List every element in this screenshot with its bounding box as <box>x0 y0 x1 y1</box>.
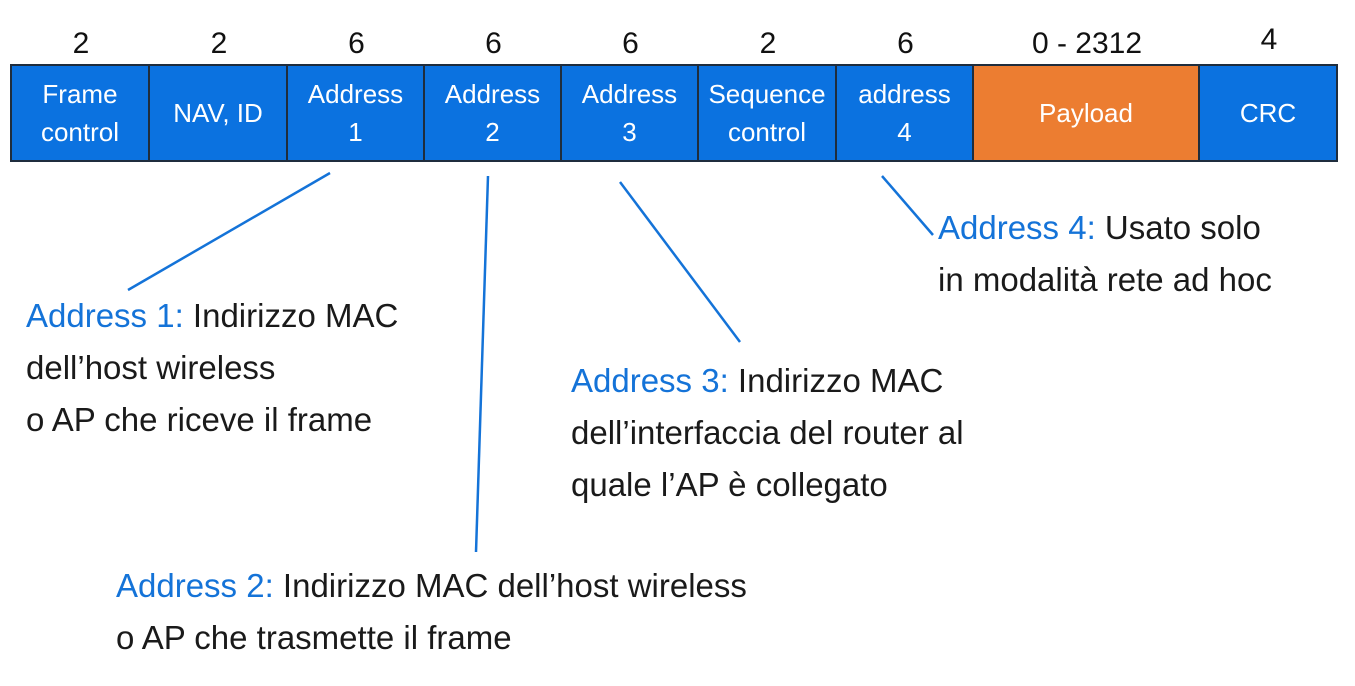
field-frame-control: Frame control <box>10 64 150 162</box>
annotation-address-3-line-2: dell’interfaccia del router al <box>571 414 964 451</box>
field-size-address-4: 6 <box>897 27 914 60</box>
field-size-frame-control: 2 <box>72 27 90 60</box>
annotation-text: Indirizzo MAC <box>737 362 944 399</box>
field-address-4: address 4 <box>835 64 974 162</box>
annotation-address-1: Address 1: Indirizzo MAC dell’host wirel… <box>26 290 398 446</box>
annotation-key: Address 3: <box>571 362 729 399</box>
field-label-payload: Payload <box>1039 98 1133 128</box>
annotation-address-2: Address 2: Indirizzo MAC dell’host wirel… <box>116 560 747 664</box>
leader-line-address-3 <box>619 181 741 343</box>
field-address-3: Address 3 <box>560 64 699 162</box>
field-size-address-2: 6 <box>485 27 502 60</box>
field-label-frame-control: Frame control <box>40 79 120 147</box>
annotation-address-3-line-1: Address 3: Indirizzo MAC <box>571 355 964 407</box>
annotation-address-3-line-3: quale l’AP è collegato <box>571 466 888 503</box>
field-address-1: Address 1 <box>286 64 425 162</box>
field-sequence-control: Sequence control <box>697 64 837 162</box>
field-payload: Payload <box>972 64 1200 162</box>
annotation-address-1-line-1: Address 1: Indirizzo MAC <box>26 290 398 342</box>
field-label-address-3: Address 3 <box>581 79 678 147</box>
annotation-address-1-line-2: dell’host wireless <box>26 349 276 386</box>
annotation-key: Address 2: <box>116 567 274 604</box>
annotation-address-4-line-2: in modalità rete ad hoc <box>938 261 1272 298</box>
annotation-address-4-line-1: Address 4: Usato solo <box>938 202 1272 254</box>
annotation-text: Indirizzo MAC dell’host wireless <box>282 567 747 604</box>
field-label-crc: CRC <box>1239 98 1297 128</box>
annotation-text: Indirizzo MAC <box>192 297 399 334</box>
field-label-sequence-control: Sequence control <box>708 79 826 147</box>
leader-line-address-1 <box>127 171 331 292</box>
field-size-payload: 0 - 2312 <box>1031 27 1143 60</box>
field-size-address-1: 6 <box>348 27 365 60</box>
field-address-2: Address 2 <box>423 64 562 162</box>
annotation-address-2-line-1: Address 2: Indirizzo MAC dell’host wirel… <box>116 560 747 612</box>
field-size-sequence-control: 2 <box>759 27 777 60</box>
annotation-key: Address 4: <box>938 209 1096 246</box>
leader-line-address-2 <box>474 175 490 553</box>
annotation-text: Usato solo <box>1104 209 1261 246</box>
leader-line-address-4 <box>881 175 934 236</box>
field-label-address-2: Address 2 <box>444 79 541 147</box>
field-size-crc: 4 <box>1260 23 1278 56</box>
annotation-key: Address 1: <box>26 297 184 334</box>
field-size-nav-id: 2 <box>210 27 228 60</box>
field-crc: CRC <box>1198 64 1338 162</box>
annotation-address-3: Address 3: Indirizzo MAC dell’interfacci… <box>571 355 964 511</box>
frame-format: Frame control NAV, ID Address 1 Address … <box>10 64 1338 162</box>
field-size-address-3: 6 <box>622 27 639 60</box>
field-label-address-1: Address 1 <box>307 79 404 147</box>
annotation-address-2-line-2: o AP che trasmette il frame <box>116 619 512 656</box>
field-label-nav-id: NAV, ID <box>173 98 263 128</box>
field-label-address-4: address 4 <box>858 79 951 147</box>
annotation-address-4: Address 4: Usato solo in modalità rete a… <box>938 202 1272 306</box>
annotation-address-1-line-3: o AP che riceve il frame <box>26 401 373 438</box>
